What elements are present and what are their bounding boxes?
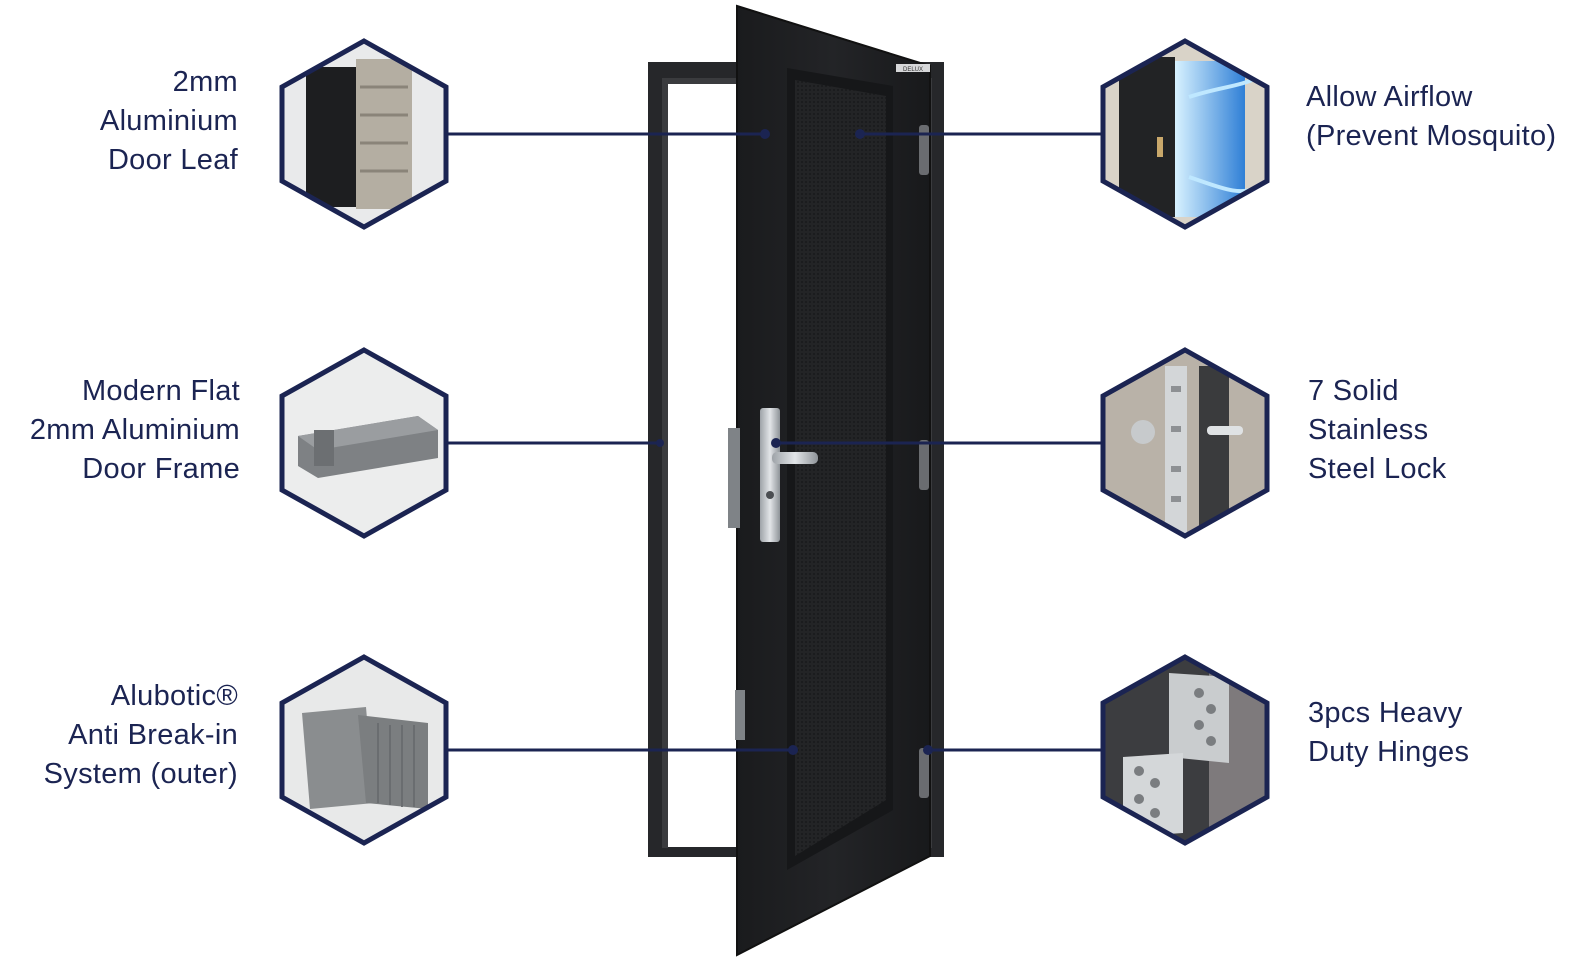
feature-label-lock: 7 Solid Stainless Steel Lock [1308,372,1446,489]
label-line: Door Frame [82,453,240,485]
label-line: (Prevent Mosquito) [1306,120,1557,152]
label-line: Aluminium [99,105,238,137]
aluminium-leaf-profile-icon [279,38,449,230]
feature-label-door-frame: Modern Flat 2mm Aluminium Door Frame [30,372,240,489]
label-line: Alubotic® [110,680,238,712]
label-line: Stainless [1308,414,1429,446]
connector-dots [656,129,933,755]
label-line: Modern Flat [81,375,240,407]
connector-lines [447,132,1101,752]
label-line: Duty Hinges [1308,736,1470,768]
label-line: 3pcs Heavy [1308,697,1463,729]
feature-label-hinges: 3pcs Heavy Duty Hinges [1308,694,1469,772]
feature-label-airflow: Allow Airflow (Prevent Mosquito) [1306,78,1556,156]
label-line: Steel Lock [1308,453,1447,485]
aluminium-frame-profile-icon [279,347,449,539]
feature-label-door-leaf: 2mm Aluminium Door Leaf [100,63,238,180]
brand-plate-text: DELUX [903,67,923,73]
label-line: System (outer) [43,758,238,790]
feature-label-anti-break-in: Alubotic® Anti Break-in System (outer) [44,677,238,794]
anti-break-in-profile-icon [279,654,449,846]
door-leaf: DELUX [736,4,931,957]
airflow-mesh-icon [1100,38,1270,230]
hinge-icon [1100,654,1270,846]
label-line: Anti Break-in [68,719,238,751]
label-line: Allow Airflow [1306,81,1473,113]
label-line: Door Leaf [107,144,238,176]
steel-lock-icon [1100,347,1270,539]
label-line: 2mm [172,66,238,98]
label-line: 2mm Aluminium [29,414,240,446]
door-hinges [919,125,929,798]
label-line: 7 Solid [1308,375,1399,407]
